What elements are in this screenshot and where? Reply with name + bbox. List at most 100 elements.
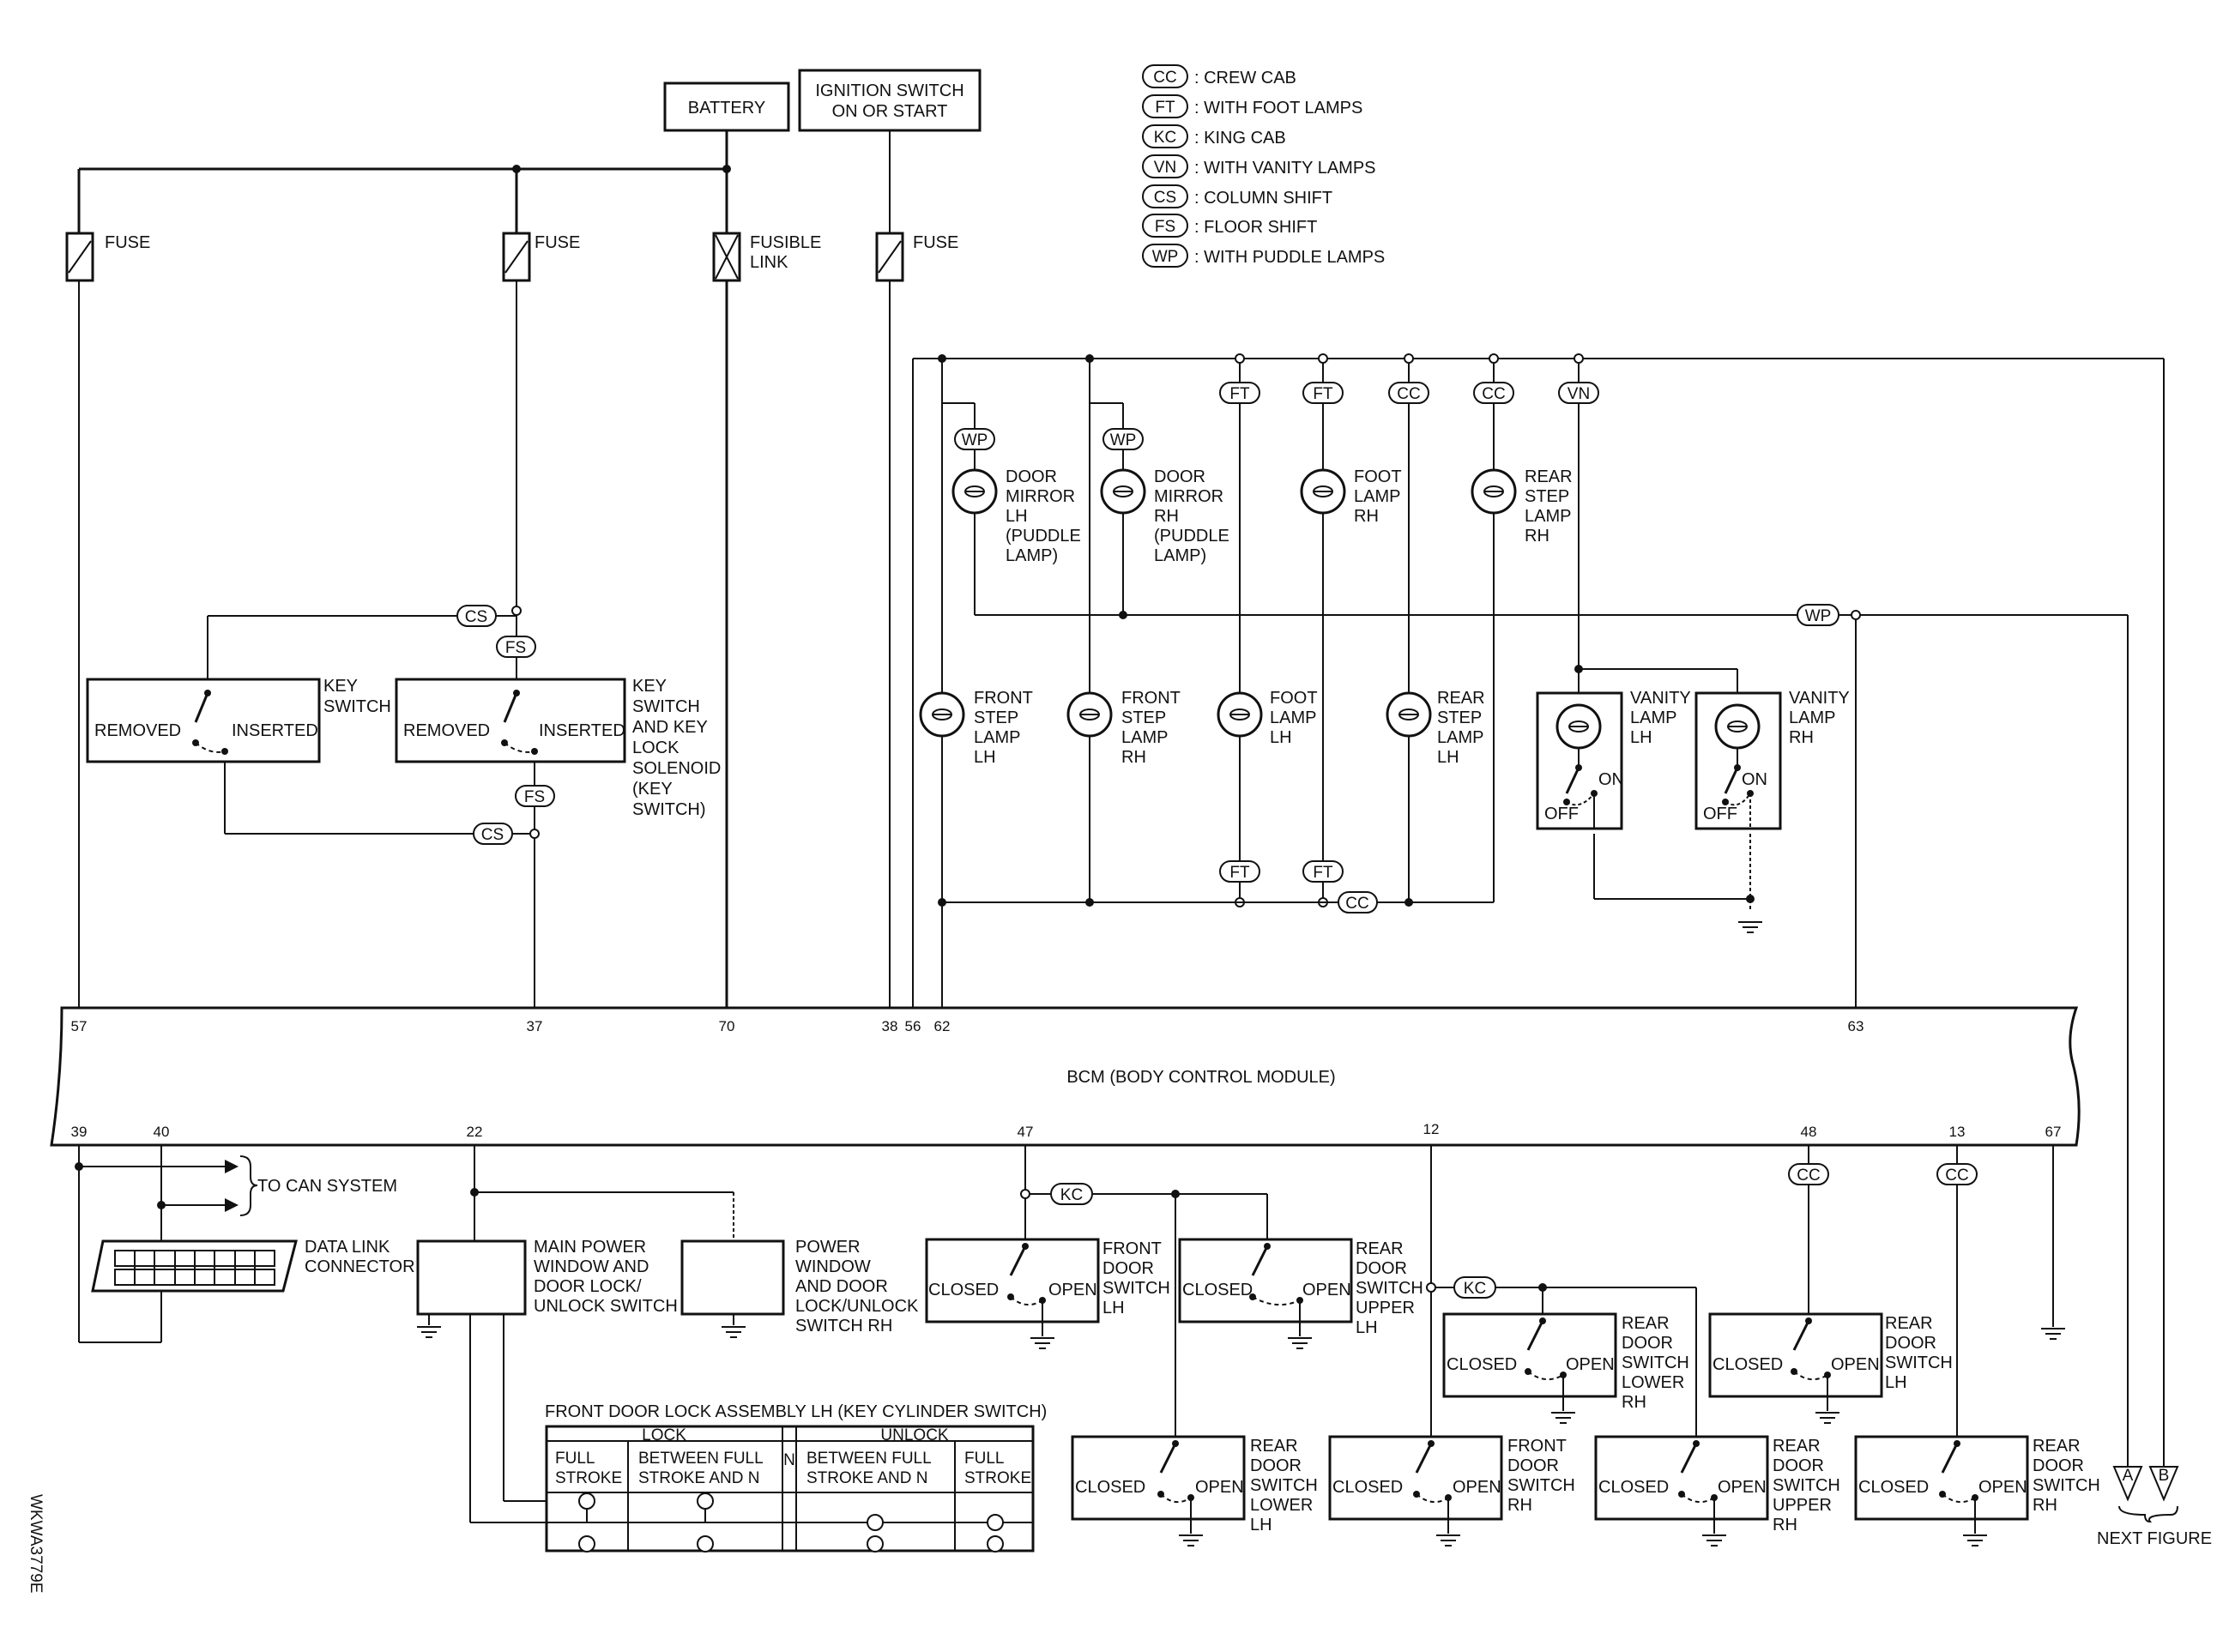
svg-text:FRONT: FRONT xyxy=(1102,1239,1162,1258)
ignition-switch: IGNITION SWITCH ON OR START xyxy=(798,69,982,132)
svg-text:REMOVED: REMOVED xyxy=(94,721,181,740)
svg-text:OPEN: OPEN xyxy=(1978,1478,2027,1497)
svg-text:LOWER: LOWER xyxy=(1622,1373,1684,1392)
svg-text:RH: RH xyxy=(1507,1496,1532,1515)
svg-text:POWER: POWER xyxy=(795,1238,861,1257)
svg-text:VANITY: VANITY xyxy=(1789,689,1850,708)
svg-text:22: 22 xyxy=(467,1124,483,1140)
svg-text:INSERTED: INSERTED xyxy=(539,721,625,740)
svg-text:FOOT: FOOT xyxy=(1270,689,1318,708)
svg-text:ON OR START: ON OR START xyxy=(832,102,948,121)
svg-text:63: 63 xyxy=(1848,1018,1864,1034)
svg-text:CLOSED: CLOSED xyxy=(1858,1478,1929,1497)
legend-ft: FT: WITH FOOT LAMPS xyxy=(1142,94,1362,118)
svg-text:OPEN: OPEN xyxy=(1302,1281,1351,1299)
svg-text:57: 57 xyxy=(71,1018,88,1034)
svg-text:SWITCH RH: SWITCH RH xyxy=(795,1317,892,1335)
svg-text:DOOR: DOOR xyxy=(2033,1456,2084,1475)
svg-text:LAMP): LAMP) xyxy=(1006,546,1058,565)
svg-text:ON: ON xyxy=(1742,770,1767,789)
lamp-wiring xyxy=(912,353,2165,1467)
svg-text:OPEN: OPEN xyxy=(1831,1355,1880,1374)
svg-text:FULL: FULL xyxy=(964,1450,1004,1468)
svg-text:: COLUMN SHIFT: : COLUMN SHIFT xyxy=(1194,189,1332,208)
svg-text:REAR: REAR xyxy=(2033,1437,2081,1456)
door-switch-wiring: KC KC CC CC xyxy=(1020,1145,2066,1451)
svg-text:FRONT: FRONT xyxy=(1121,689,1181,708)
svg-text:CS: CS xyxy=(465,608,487,626)
svg-text:REAR: REAR xyxy=(1773,1437,1821,1456)
svg-text:LH: LH xyxy=(1270,728,1292,747)
svg-text:LAMP): LAMP) xyxy=(1154,546,1206,565)
svg-text:LOWER: LOWER xyxy=(1250,1496,1313,1515)
svg-text:CC: CC xyxy=(1345,895,1368,913)
svg-text:KC: KC xyxy=(1464,1280,1486,1298)
bcm: BCM (BODY CONTROL MODULE) 57 37 70 38 56… xyxy=(50,1006,2081,1147)
svg-text:RH: RH xyxy=(1773,1516,1797,1534)
svg-text:KEY: KEY xyxy=(323,677,358,696)
svg-text:DOOR: DOOR xyxy=(1773,1456,1824,1475)
legend-wp: WP: WITH PUDDLE LAMPS xyxy=(1142,244,1385,268)
svg-text:CC: CC xyxy=(1797,1167,1820,1185)
svg-text:STROKE AND N: STROKE AND N xyxy=(806,1469,927,1487)
svg-text:RH: RH xyxy=(1354,507,1379,526)
svg-text:KC: KC xyxy=(1154,129,1176,147)
svg-text:12: 12 xyxy=(1423,1121,1440,1137)
svg-text:STEP: STEP xyxy=(974,708,1018,727)
svg-text:UNLOCK: UNLOCK xyxy=(880,1426,949,1444)
svg-text:LAMP: LAMP xyxy=(1437,728,1483,747)
svg-text:WINDOW: WINDOW xyxy=(795,1257,871,1276)
svg-text:40: 40 xyxy=(154,1124,170,1140)
svg-text:LAMP: LAMP xyxy=(1270,708,1316,727)
svg-text:ON: ON xyxy=(1598,770,1624,789)
svg-text:62: 62 xyxy=(934,1018,951,1034)
svg-text:REAR: REAR xyxy=(1250,1437,1298,1456)
fuse-38: FUSE xyxy=(875,232,958,282)
svg-text:OPEN: OPEN xyxy=(1195,1478,1244,1497)
svg-text:FRONT: FRONT xyxy=(1507,1437,1567,1456)
legend-vn: VN: WITH VANITY LAMPS xyxy=(1142,154,1376,178)
svg-text:DOOR: DOOR xyxy=(1154,467,1205,486)
svg-text:BETWEEN FULL: BETWEEN FULL xyxy=(806,1450,932,1468)
svg-text:(PUDDLE: (PUDDLE xyxy=(1006,527,1081,546)
svg-text:SWITCH: SWITCH xyxy=(1356,1279,1423,1298)
svg-text:SOLENOID: SOLENOID xyxy=(632,759,721,778)
svg-text:STEP: STEP xyxy=(1121,708,1166,727)
svg-text:FUSIBLE: FUSIBLE xyxy=(750,233,821,252)
key-switch: REMOVED INSERTED KEY SWITCH xyxy=(86,677,391,763)
fusible-link: FUSIBLE LINK xyxy=(712,232,821,282)
svg-text:STROKE: STROKE xyxy=(555,1469,622,1487)
svg-text:REAR: REAR xyxy=(1622,1314,1670,1333)
svg-text:CC: CC xyxy=(1945,1167,1968,1185)
svg-text:LH: LH xyxy=(1006,507,1028,526)
figure-code: WKWA3779E xyxy=(27,1494,45,1593)
svg-text:CS: CS xyxy=(481,826,504,844)
svg-text:VANITY: VANITY xyxy=(1630,689,1691,708)
fuse-57: FUSE xyxy=(65,232,150,282)
svg-text:: WITH FOOT LAMPS: : WITH FOOT LAMPS xyxy=(1194,99,1362,118)
svg-text:LH: LH xyxy=(1356,1318,1378,1337)
svg-text:: WITH VANITY LAMPS: : WITH VANITY LAMPS xyxy=(1194,159,1376,178)
svg-text:LOCK: LOCK xyxy=(632,739,680,757)
svg-text:: FLOOR SHIFT: : FLOOR SHIFT xyxy=(1194,218,1317,237)
key-switch-and-lock-solenoid: REMOVED INSERTED KEY SWITCH AND KEY LOCK… xyxy=(395,677,721,819)
svg-text:RH: RH xyxy=(1121,748,1146,767)
svg-text:SWITCH: SWITCH xyxy=(323,697,391,716)
svg-text:LAMP: LAMP xyxy=(1354,487,1400,506)
svg-text:FT: FT xyxy=(1229,864,1250,882)
svg-text:(PUDDLE: (PUDDLE xyxy=(1154,527,1229,546)
